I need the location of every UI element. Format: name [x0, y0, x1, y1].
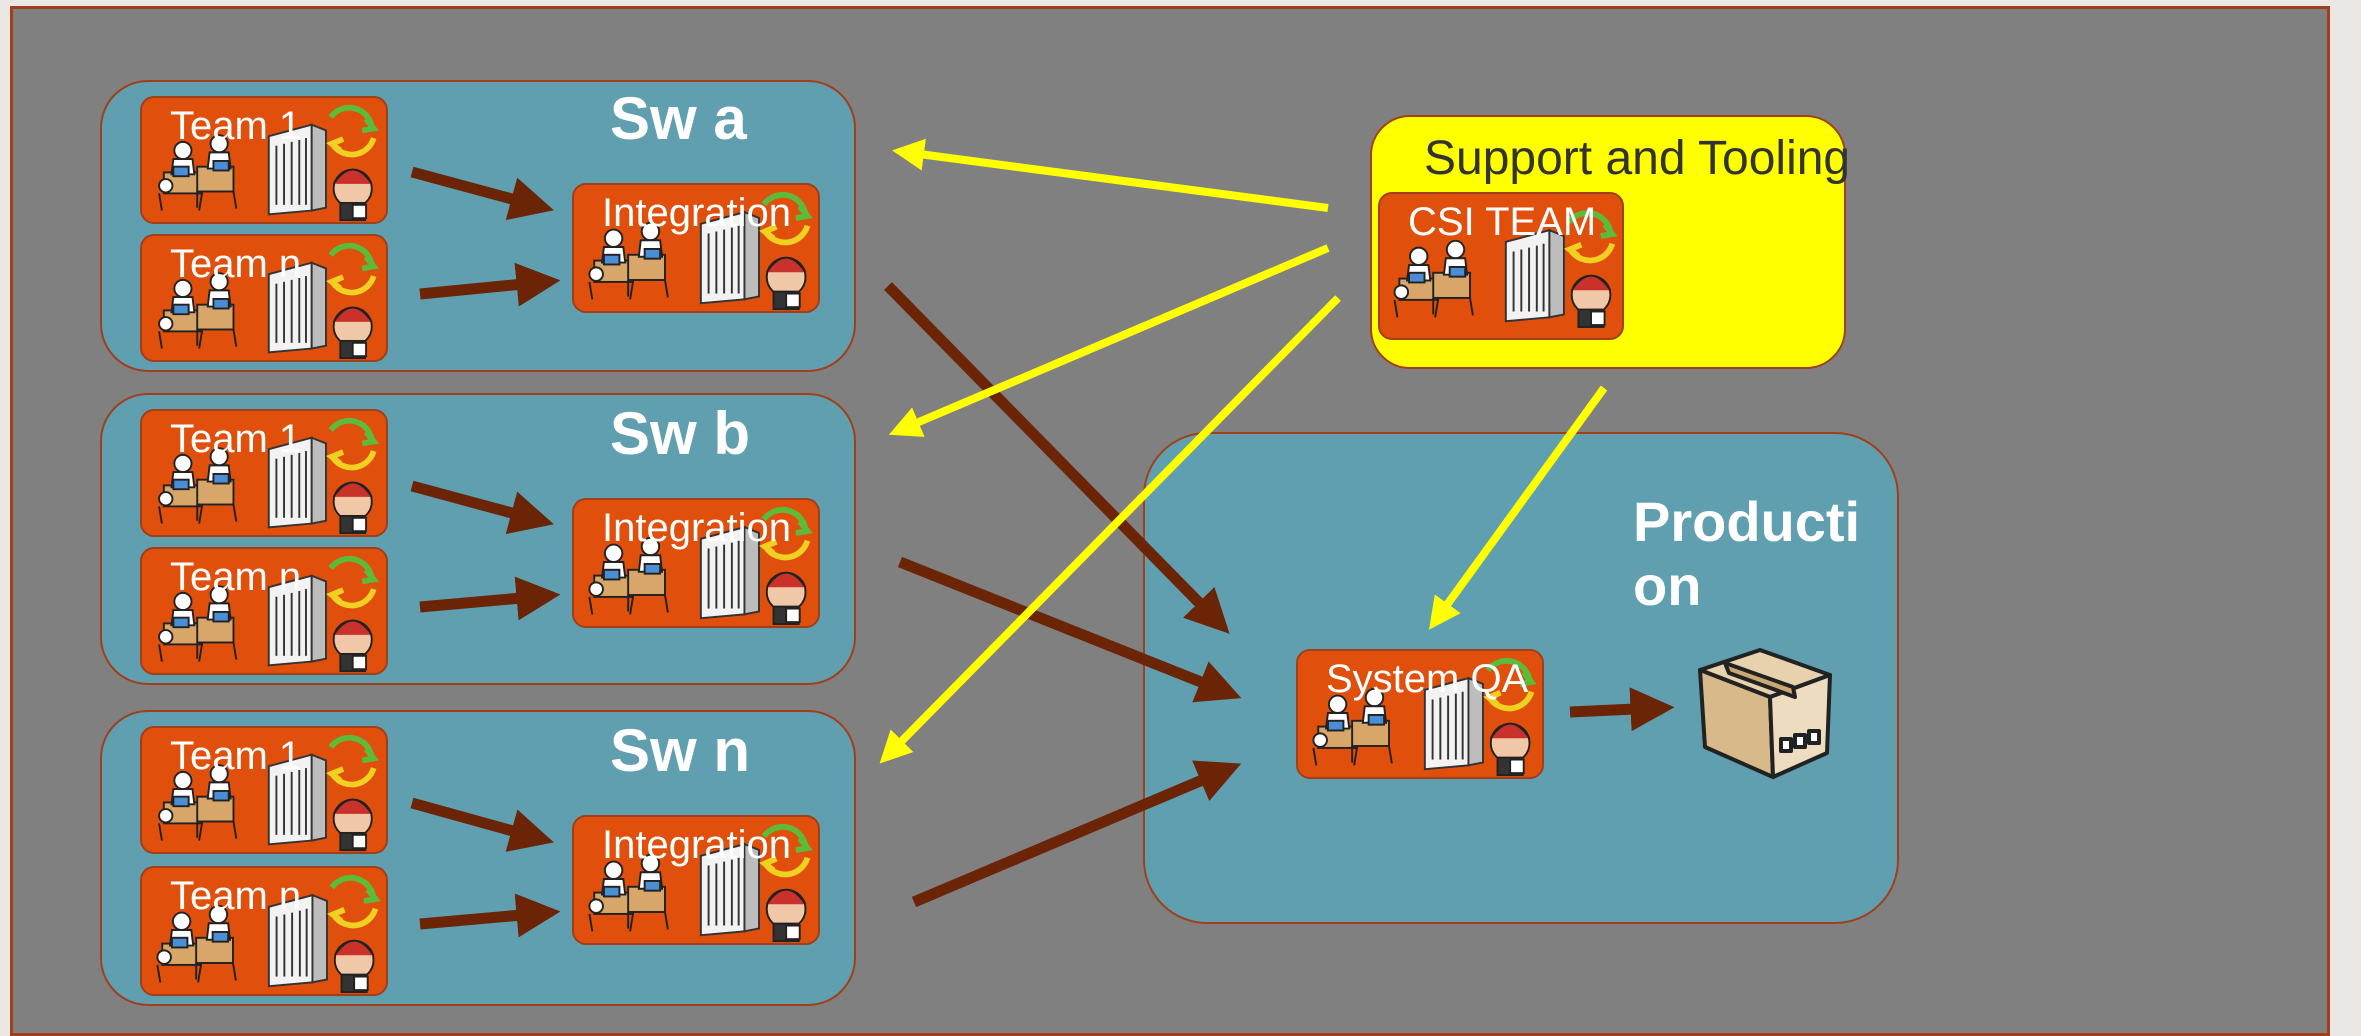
team-label: Team 1: [170, 104, 302, 148]
team-n-box: Team n: [140, 547, 388, 675]
team-label: Team 1: [170, 417, 302, 461]
team-1-box: Team 1: [140, 96, 388, 224]
team-label: Team n: [170, 242, 302, 286]
team-n-box: Team n: [140, 866, 388, 996]
group-title: Sw a: [610, 85, 747, 152]
integration-label: Integration: [602, 191, 792, 235]
production-title-line2: on: [1633, 554, 1702, 617]
group-title: Sw b: [610, 400, 751, 467]
team-label: Team n: [170, 874, 302, 918]
team-1-box: Team 1: [140, 409, 388, 537]
integration-label: Integration: [602, 506, 792, 550]
integration-label: Integration: [602, 823, 792, 867]
support-title: Support and Tooling: [1424, 132, 1851, 185]
integration-box: Integration: [572, 498, 820, 628]
team-label: Team n: [170, 555, 302, 599]
team-1-box: Team 1: [140, 726, 388, 854]
integration-box: Integration: [572, 815, 820, 945]
group-title: Sw n: [610, 717, 751, 784]
team-label: Team 1: [170, 734, 302, 778]
team-n-box: Team n: [140, 234, 388, 362]
system-qa-label: System QA: [1326, 657, 1529, 701]
package-box-icon: [1698, 648, 1832, 779]
production-title: Producti on: [1633, 490, 1860, 618]
system-qa-box: System QA: [1296, 649, 1544, 779]
csi-team-label: CSI TEAM: [1408, 200, 1597, 244]
integration-box: Integration: [572, 183, 820, 313]
production-title-line1: Producti: [1633, 490, 1861, 553]
csi-team-box: CSI TEAM: [1378, 192, 1624, 340]
